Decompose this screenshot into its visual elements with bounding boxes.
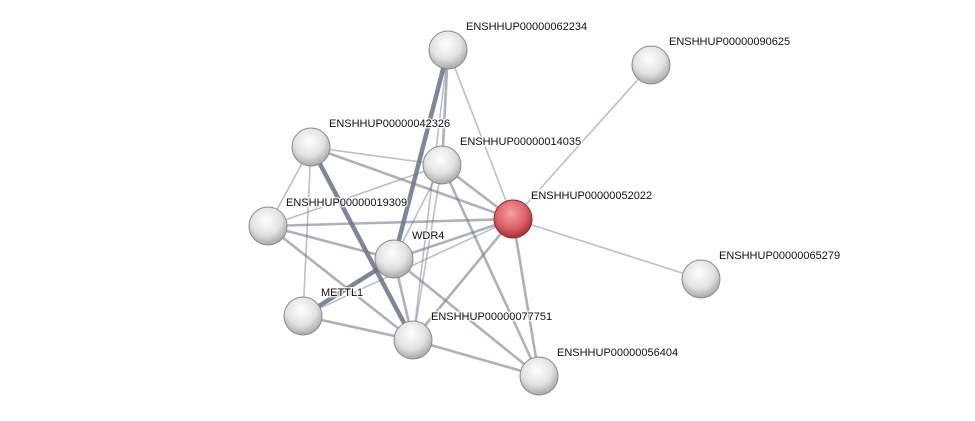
edge-77751-56404[interactable] bbox=[412, 338, 540, 378]
edge-WDR4-56404[interactable] bbox=[393, 257, 540, 378]
protein-node[interactable] bbox=[283, 296, 323, 336]
protein-node[interactable] bbox=[374, 239, 414, 279]
protein-node[interactable] bbox=[681, 259, 721, 299]
node-label: ENSHHUP00000056404 bbox=[557, 347, 678, 359]
protein-node[interactable] bbox=[291, 127, 331, 167]
node-label: ENSHHUP00000090625 bbox=[669, 36, 790, 48]
protein-node[interactable] bbox=[393, 320, 433, 360]
protein-node[interactable] bbox=[519, 356, 559, 396]
edge-62234-77751[interactable] bbox=[412, 49, 449, 341]
edge-62234-52022[interactable] bbox=[447, 49, 514, 220]
edge-52022-56404[interactable] bbox=[511, 218, 541, 377]
protein-node[interactable] bbox=[428, 30, 468, 70]
edge-42326-14035[interactable] bbox=[310, 146, 443, 166]
node-label: ENSHHUP00000042326 bbox=[329, 118, 450, 130]
protein-node[interactable] bbox=[248, 206, 288, 246]
node-label: ENSHHUP00000014035 bbox=[460, 136, 581, 148]
node-label: ENSHHUP00000062234 bbox=[466, 21, 587, 33]
node-42326[interactable]: ENSHHUP00000042326 bbox=[291, 117, 452, 167]
edge-52022-65279[interactable] bbox=[512, 218, 702, 280]
edge-42326-77751[interactable] bbox=[309, 145, 415, 342]
nodes-layer: ENSHHUP00000062234ENSHHUP00000090625ENSH… bbox=[248, 20, 842, 396]
edge-52022-WDR4[interactable] bbox=[393, 217, 514, 261]
node-19309[interactable]: ENSHHUP00000019309 bbox=[248, 196, 409, 246]
edge-52022-77751[interactable] bbox=[411, 218, 515, 341]
node-label: WDR4 bbox=[412, 230, 444, 242]
node-label: ENSHHUP00000052022 bbox=[531, 190, 652, 202]
node-label: ENSHHUP00000077751 bbox=[431, 311, 552, 323]
node-METTL1[interactable]: METTL1 bbox=[283, 286, 365, 336]
node-77751[interactable]: ENSHHUP00000077751 bbox=[393, 310, 554, 360]
node-65279[interactable]: ENSHHUP00000065279 bbox=[681, 249, 842, 299]
node-14035[interactable]: ENSHHUP00000014035 bbox=[422, 135, 583, 185]
node-WDR4[interactable]: WDR4 bbox=[374, 229, 446, 279]
edge-19309-14035[interactable] bbox=[267, 164, 443, 227]
node-label: ENSHHUP00000065279 bbox=[719, 250, 840, 262]
protein-node[interactable] bbox=[422, 145, 462, 185]
query-protein-node[interactable] bbox=[493, 199, 533, 239]
protein-node[interactable] bbox=[631, 45, 671, 85]
node-label: METTL1 bbox=[321, 287, 363, 299]
edge-19309-WDR4[interactable] bbox=[267, 224, 395, 261]
node-52022[interactable]: ENSHHUP00000052022 bbox=[493, 189, 654, 239]
edge-14035-77751[interactable] bbox=[412, 164, 443, 341]
edge-19309-77751[interactable] bbox=[267, 224, 414, 342]
edge-19309-52022[interactable] bbox=[267, 217, 514, 228]
edge-62234-WDR4[interactable] bbox=[391, 49, 451, 260]
node-label: ENSHHUP00000019309 bbox=[286, 197, 407, 209]
node-90625[interactable]: ENSHHUP00000090625 bbox=[631, 35, 792, 85]
edge-42326-METTL1[interactable] bbox=[302, 146, 312, 317]
edge-52022-90625[interactable] bbox=[512, 64, 652, 220]
edge-14035-56404[interactable] bbox=[440, 164, 541, 377]
node-56404[interactable]: ENSHHUP00000056404 bbox=[519, 346, 680, 396]
node-62234[interactable]: ENSHHUP00000062234 bbox=[428, 20, 589, 70]
edge-42326-52022[interactable] bbox=[310, 145, 514, 221]
edges-layer bbox=[267, 49, 702, 378]
